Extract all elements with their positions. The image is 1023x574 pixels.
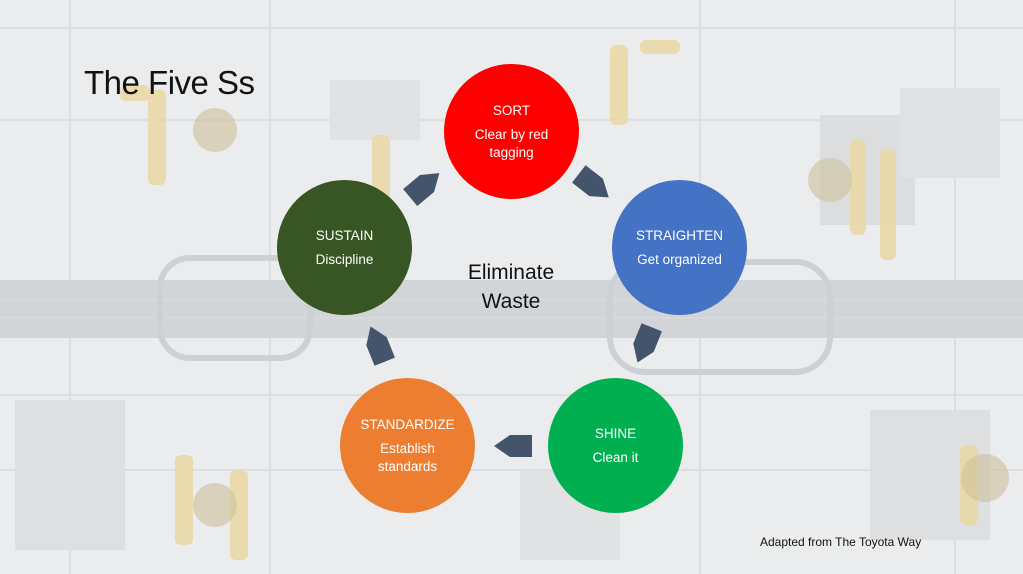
step-description: Clear by red tagging [474,126,549,160]
arrow-straighten-to-shine [633,323,662,363]
arrow-sustain-to-sort [403,173,440,206]
step-sustain-circle: SUSTAIN Discipline [277,180,412,315]
step-sort-circle: SORT Clear by red tagging [444,64,579,199]
step-shine-circle: SHINE Clean it [548,378,683,513]
step-description: Clean it [592,449,639,465]
arrow-sort-to-straighten [572,165,609,198]
step-description: Establish standards [377,440,438,474]
step-name: STRAIGHTEN [635,227,723,243]
arrow-standardize-to-sustain [366,326,395,366]
step-standardize-circle: STANDARDIZE Establish standards [340,378,475,513]
step-name: SORT [492,102,531,118]
step-name: STANDARDIZE [360,416,455,432]
step-description: Discipline [315,251,374,267]
arrow-shine-to-standardize [494,435,532,457]
center-label: Eliminate Waste [448,258,574,316]
step-name: SHINE [594,425,637,441]
source-credit: Adapted from The Toyota Way [760,535,922,549]
step-name: SUSTAIN [315,227,374,243]
step-description: Get organized [637,251,722,267]
slide-title: The Five Ss [84,64,255,101]
center-label-line2: Waste [481,290,541,313]
step-straighten-circle: STRAIGHTEN Get organized [612,180,747,315]
center-label-line1: Eliminate [467,261,555,284]
